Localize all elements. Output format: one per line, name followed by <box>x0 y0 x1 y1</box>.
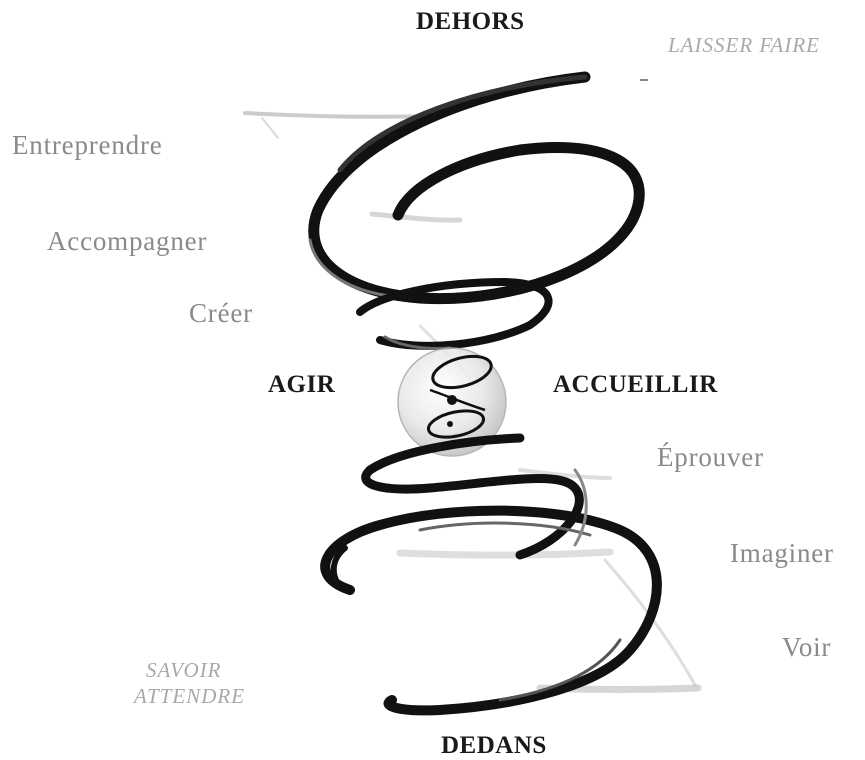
label-savoir: SAVOIR <box>146 658 221 683</box>
step-voir: Voir <box>782 632 831 663</box>
step-accompagner: Accompagner <box>47 226 207 257</box>
step-entreprendre: Entreprendre <box>12 130 163 161</box>
label-accueillir: ACCUEILLIR <box>553 371 718 399</box>
label-laisser-faire: LAISSER FAIRE <box>668 33 820 58</box>
step-eprouver: Éprouver <box>657 442 764 473</box>
label-dedans: DEDANS <box>441 732 547 760</box>
step-imaginer: Imaginer <box>730 538 834 569</box>
label-agir: AGIR <box>268 371 335 399</box>
label-attendre: ATTENDRE <box>134 684 245 709</box>
label-dehors: DEHORS <box>416 8 525 36</box>
step-creer: Créer <box>189 298 253 329</box>
